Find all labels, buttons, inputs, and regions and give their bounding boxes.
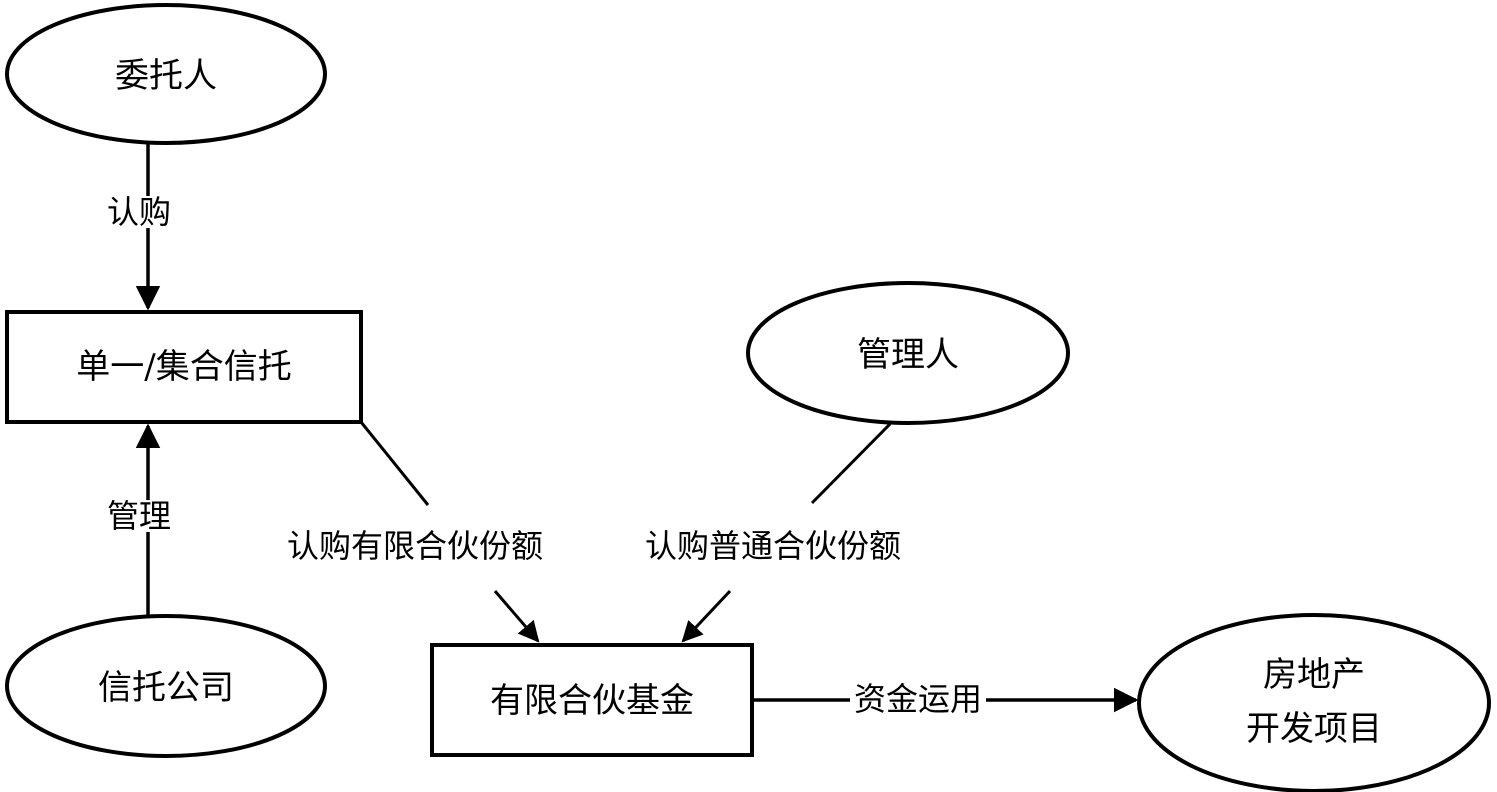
subscribe-lp-share-label: 认购有限合伙份额 — [287, 527, 544, 565]
gp-share-edge-bottom — [681, 589, 732, 643]
settlor-node-shape — [5, 3, 327, 145]
trust-company-node-shape — [5, 614, 327, 758]
trust-node: 单一/集合信托 — [76, 347, 292, 387]
lp-share-edge-top — [359, 421, 430, 506]
project-node-line1: 房地产 — [1263, 655, 1365, 695]
gp-share-edge-top — [810, 422, 892, 505]
fund-use-label: 资金运用 — [850, 683, 987, 715]
manager-node: 管理人 — [857, 335, 959, 375]
lp-share-edge-bottom — [493, 590, 540, 643]
trust-node-shape — [5, 310, 363, 424]
manage-label: 管理 — [107, 497, 172, 535]
subscribe-label: 认购 — [107, 193, 172, 231]
trust-company-node: 信托公司 — [98, 668, 234, 708]
subscribe-gp-share-label: 认购普通合伙份额 — [645, 527, 902, 565]
manager-node-shape — [746, 281, 1070, 425]
project-node-shape — [1137, 613, 1491, 792]
lp-fund-node: 有限合伙基金 — [490, 681, 694, 721]
project-node-line2: 开发项目 — [1246, 709, 1382, 749]
settlor-node: 委托人 — [115, 56, 217, 96]
